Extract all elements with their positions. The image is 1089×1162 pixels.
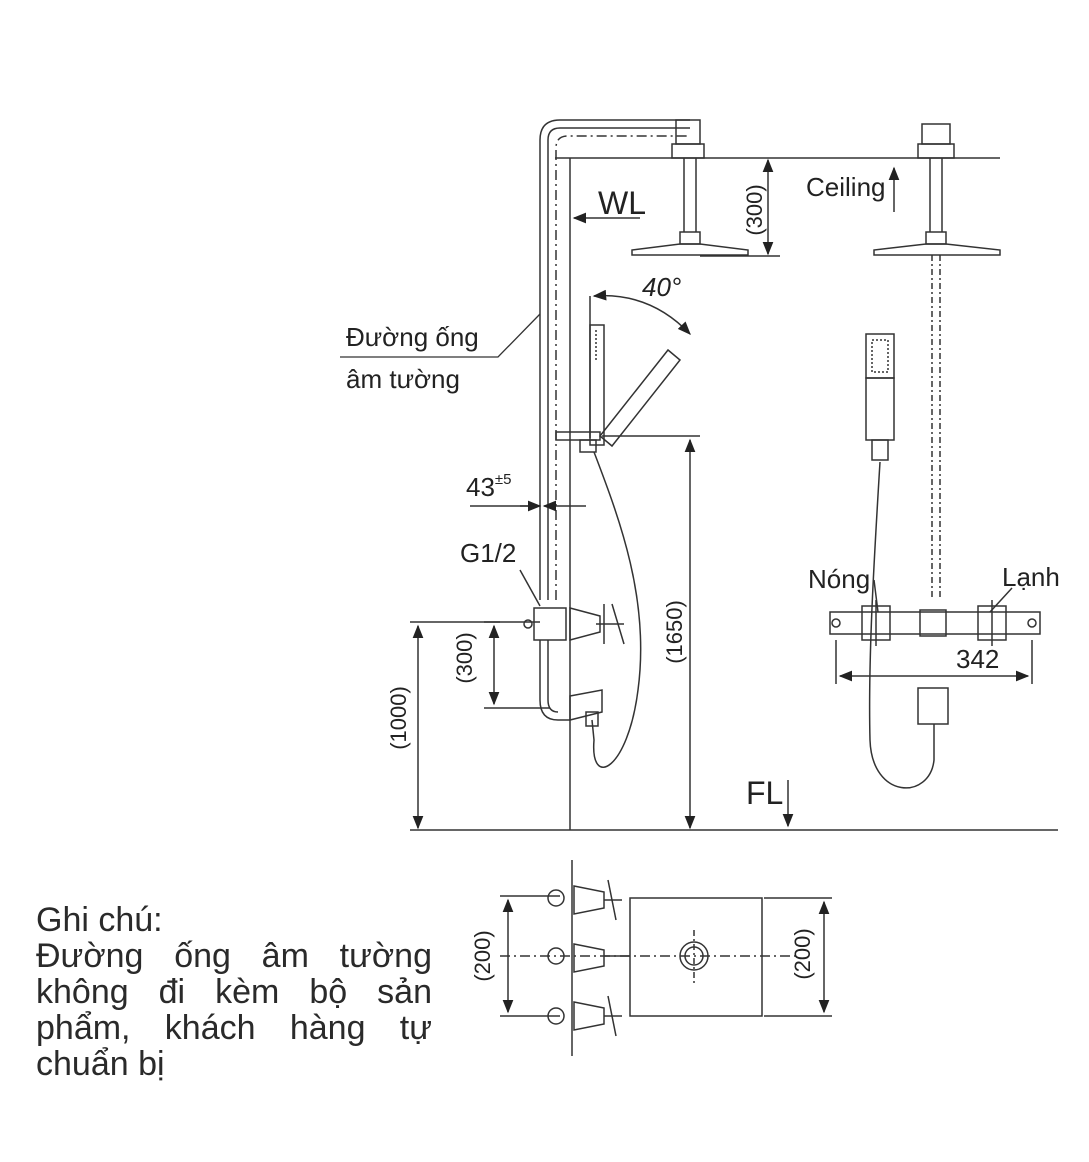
valve-spacing-dim: (300) — [452, 632, 477, 683]
cold-label: Lạnh — [1002, 562, 1060, 592]
ceiling-dimension — [700, 158, 780, 257]
hand-shower-side — [555, 296, 682, 453]
thread-leader — [519, 569, 541, 607]
angle-arc — [592, 289, 691, 335]
mixer-plan — [547, 879, 630, 1037]
diverter-front — [917, 687, 949, 725]
pipe-label-line1: Đường ống — [346, 322, 479, 352]
thread-label: G1/2 — [460, 538, 516, 568]
plan-left-dim: (200) — [470, 930, 495, 981]
offset-base: 43 — [466, 472, 495, 502]
handshower-height-dim: (1650) — [662, 600, 687, 664]
rain-shower-head-side — [631, 158, 749, 256]
mixer-height-dim: (1000) — [386, 686, 411, 750]
installation-note: Ghi chú: Đường ống âm tường không đi kèm… — [36, 902, 432, 1082]
mixer-height-dimension — [410, 621, 500, 830]
note-body: Đường ống âm tường không đi kèm bộ sản p… — [36, 937, 432, 1083]
offset-label: 43±5 — [466, 471, 512, 502]
hose-front — [868, 461, 935, 789]
plan-right-dimension — [764, 897, 832, 1017]
wl-label: WL — [598, 185, 646, 221]
rain-head-plan — [629, 897, 763, 1017]
front-view — [829, 123, 1041, 789]
pipe-leader — [340, 313, 541, 358]
mixer-width-dimension — [835, 640, 1033, 684]
mixer-valve-side — [523, 603, 625, 645]
ceiling-label: Ceiling — [806, 172, 886, 202]
concealed-pipe — [539, 119, 705, 600]
note-title: Ghi chú: — [36, 901, 163, 939]
ceiling-drop-dim: (300) — [742, 184, 767, 235]
mixer-front — [829, 600, 1041, 646]
plan-left-dimension — [500, 895, 560, 1017]
hand-shower-front — [865, 333, 895, 461]
side-view — [410, 119, 1058, 831]
offset-tolerance: ±5 — [495, 471, 512, 488]
diverter-valve-side — [539, 640, 603, 727]
plan-view — [500, 860, 832, 1056]
pipe-label-line2: âm tường — [346, 364, 460, 394]
handshower-height-dimension — [602, 435, 700, 830]
hose-side — [591, 451, 642, 768]
mixer-width-dim: 342 — [956, 644, 999, 674]
angle-label: 40° — [642, 272, 681, 302]
plan-right-dim: (200) — [790, 928, 815, 979]
hot-label: Nóng — [808, 564, 870, 594]
fl-label: FL — [746, 775, 783, 811]
rain-shower-head-front — [873, 243, 1001, 256]
